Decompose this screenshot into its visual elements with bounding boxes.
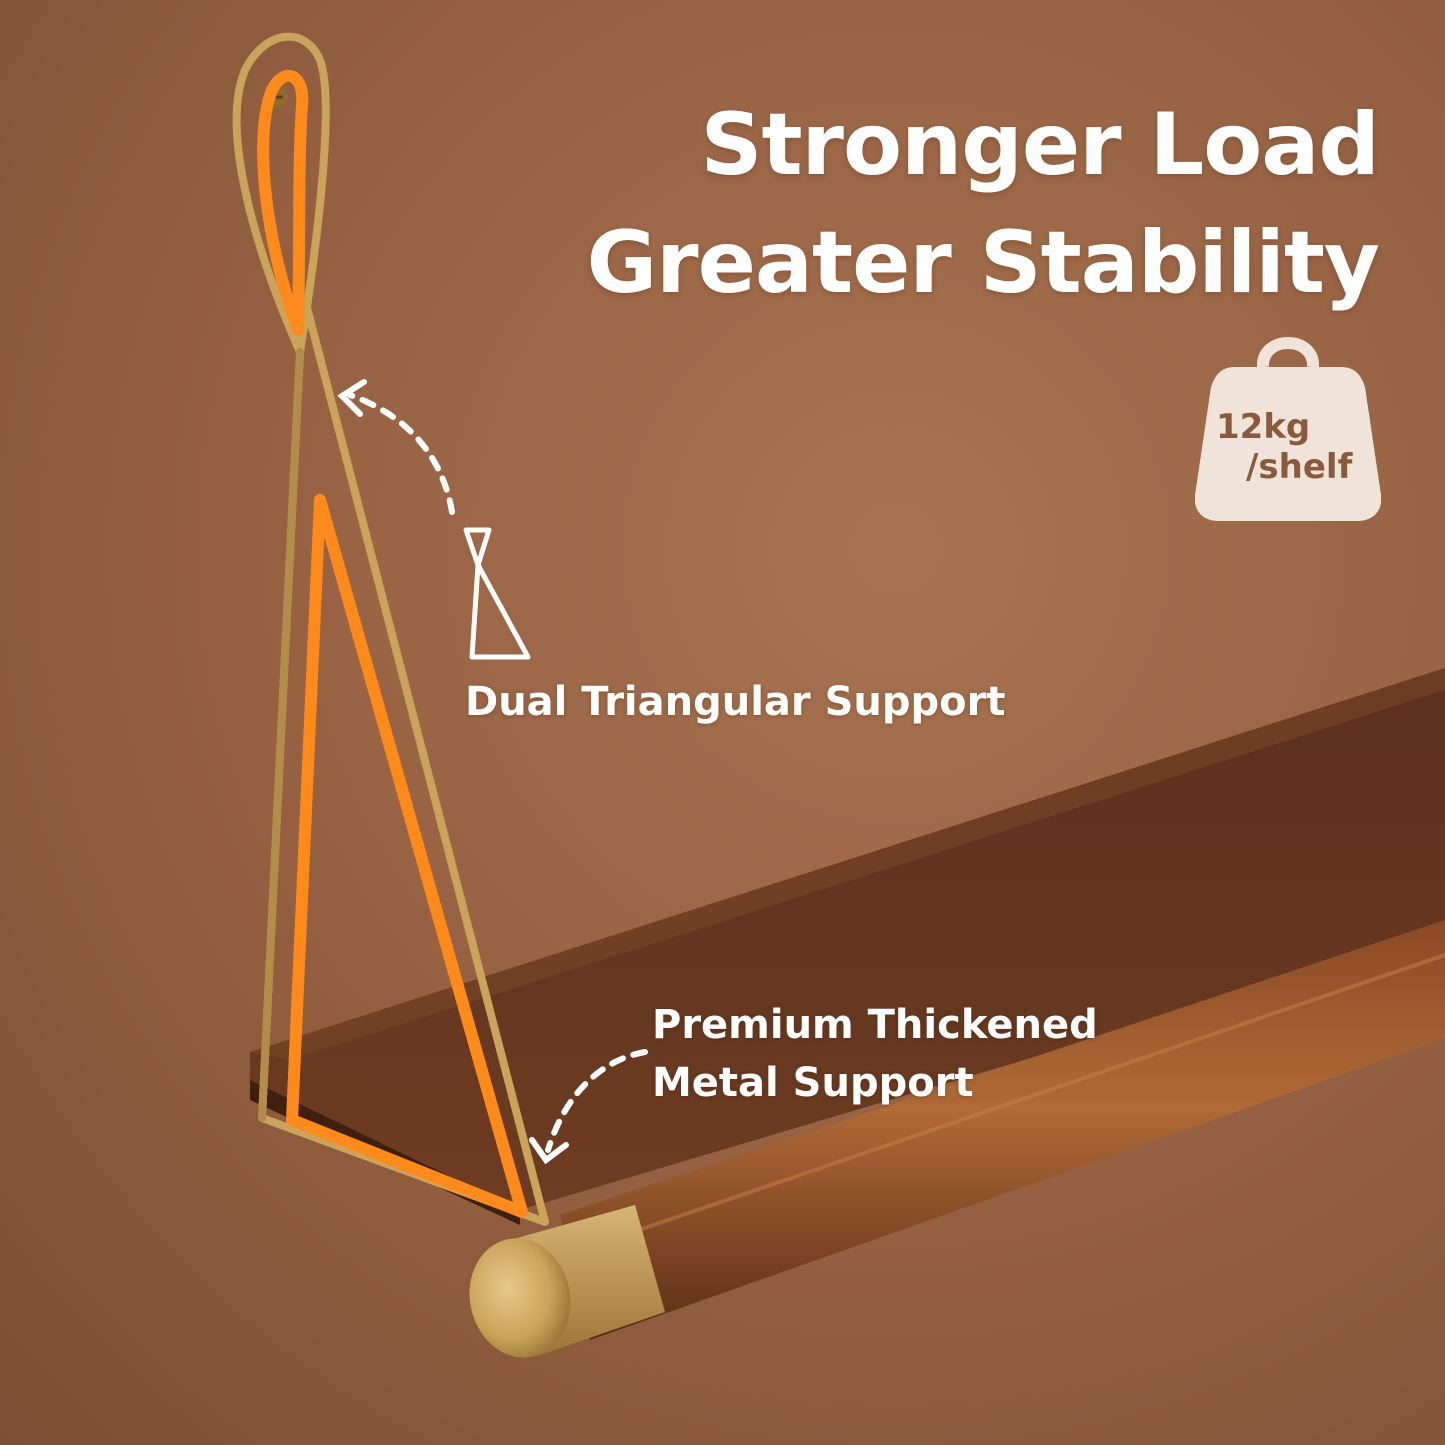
weight-icon (1195, 337, 1381, 521)
shelf-rod (560, 920, 1445, 1340)
rod-end-cap (469, 1205, 665, 1358)
metal-support-label: Premium Thickened Metal Support (652, 996, 1098, 1112)
callout-line: Metal Support (652, 1060, 974, 1106)
callout-line: Premium Thickened (652, 1002, 1098, 1048)
arrow-icon (337, 379, 455, 515)
callout-line: Dual Triangular Support (465, 679, 1006, 725)
triangle-icon (463, 527, 531, 660)
headline: Stronger Load Greater Stability (586, 86, 1381, 322)
load-value: 12kg (1216, 407, 1311, 447)
arrow-icon (529, 1049, 648, 1165)
headline-line-1: Stronger Load (700, 95, 1381, 195)
headline-line-2: Greater Stability (586, 213, 1380, 313)
load-unit: /shelf (1246, 447, 1353, 487)
highlight-outline (257, 70, 528, 1218)
dual-support-label: Dual Triangular Support (465, 673, 1005, 731)
